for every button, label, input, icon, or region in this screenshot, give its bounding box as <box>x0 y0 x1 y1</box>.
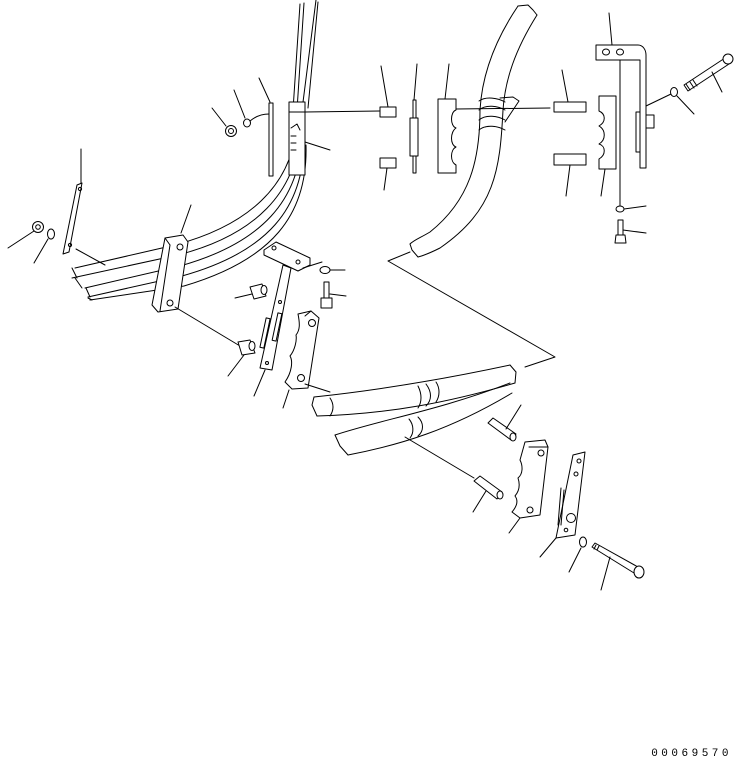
bracket-bottom <box>539 451 586 558</box>
clamp-upper <box>288 101 331 176</box>
hose-lower <box>311 364 517 479</box>
spacer-right-2 <box>553 153 587 197</box>
bolt-right <box>683 53 734 93</box>
spacer-right-1 <box>553 69 587 113</box>
assembly-reference-line <box>387 251 556 368</box>
bracket-center <box>253 241 323 397</box>
hose-upper <box>409 4 538 258</box>
clamp-half-bottom <box>508 439 549 534</box>
spacer-center-2 <box>227 339 256 377</box>
plate-thin-top <box>409 63 419 174</box>
washer-top <box>233 89 270 128</box>
spacer-bottom-2 <box>472 475 504 513</box>
washer-left <box>33 228 55 264</box>
washer-center <box>319 266 346 274</box>
clamp-block-left <box>151 204 241 347</box>
spacer-bottom-1 <box>487 404 522 442</box>
nut-top <box>211 107 237 137</box>
clamp-half-center <box>282 310 331 409</box>
washer-right <box>670 87 695 115</box>
nut-left <box>7 221 44 249</box>
spacer-top-1 <box>304 65 397 118</box>
washer-bottom <box>568 536 587 573</box>
plate-thin-left <box>258 77 274 177</box>
plate-left <box>62 148 106 266</box>
drawing-number: 00069570 <box>651 748 732 760</box>
spacer-center-1 <box>234 283 268 300</box>
clamp-half-right <box>598 95 617 197</box>
spacer-top-2 <box>379 157 397 191</box>
bolt-center <box>320 281 347 309</box>
clamp-half-top <box>437 63 551 174</box>
bracket-right <box>595 12 672 209</box>
bolt-bottom <box>591 542 645 591</box>
washer-right-lower <box>615 205 647 213</box>
bolt-right-lower <box>614 219 647 244</box>
